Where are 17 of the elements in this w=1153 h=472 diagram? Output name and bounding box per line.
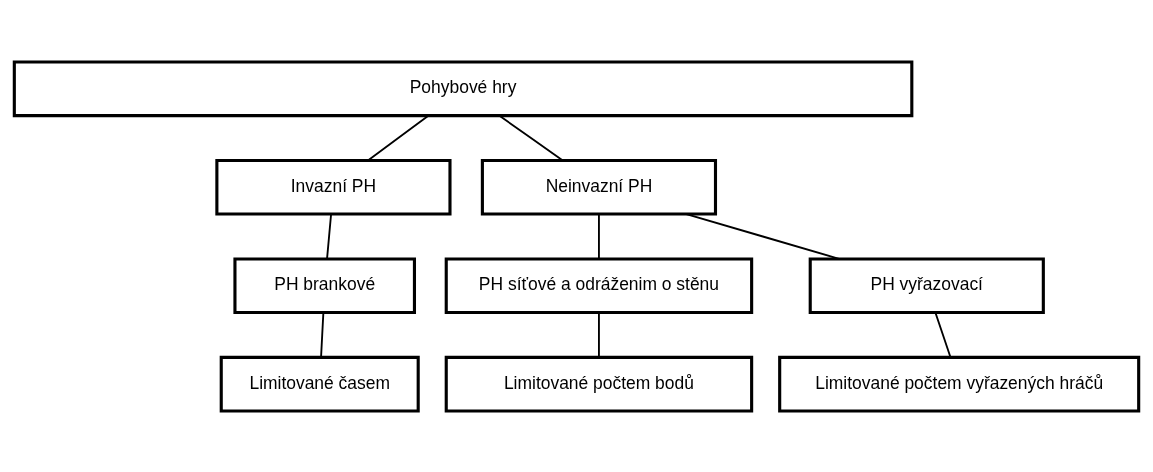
node-box: Invazní PH: [215, 158, 452, 216]
node-box: Limitované časem: [219, 355, 420, 413]
connector: [598, 311, 600, 358]
connector: [498, 114, 564, 161]
connector: [320, 311, 325, 358]
connector: [598, 212, 600, 260]
node-box: PH síťové a odráženim o stěnu: [444, 256, 754, 314]
node-box: Limitované počtem vyřazených hráčů: [778, 355, 1141, 413]
connector: [326, 212, 332, 260]
node-box: Limitované počtem bodů: [444, 355, 754, 413]
node-box: Neinvazní PH: [480, 158, 718, 216]
node-box: Pohybové hry: [12, 59, 914, 117]
connector: [367, 114, 430, 161]
connector: [685, 212, 840, 260]
node-box: PH vyřazovací: [808, 256, 1045, 314]
connector: [934, 311, 952, 358]
node-box: PH brankové: [233, 256, 416, 314]
